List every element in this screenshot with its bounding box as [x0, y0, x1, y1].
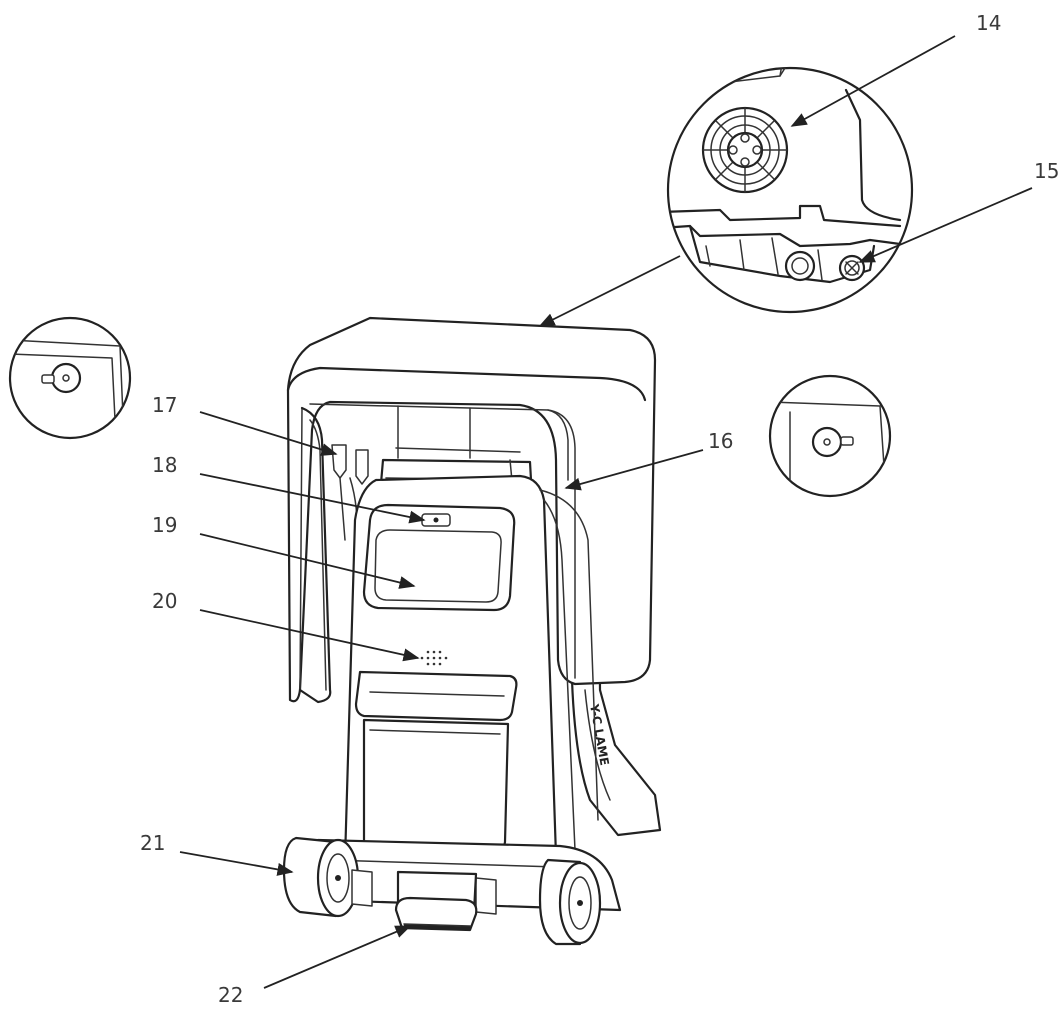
screw-terminal-icon	[838, 254, 866, 282]
callout-20: 20	[152, 589, 177, 613]
foot-pedal-icon	[394, 870, 478, 932]
round-socket-icon	[784, 250, 816, 282]
callout-16: 16	[708, 429, 733, 453]
callout-15: 15	[1034, 159, 1059, 183]
detail-view-left-port	[8, 316, 132, 440]
callout-22: 22	[218, 983, 243, 1007]
callout-labels: 14 15 16 17 18 19 20 21 22	[140, 11, 1059, 1007]
speaker-grille-icon	[420, 650, 448, 666]
power-button-icon	[421, 513, 451, 527]
left-wheel-icon	[282, 836, 360, 918]
right-wheel-icon	[538, 858, 602, 946]
callout-18: 18	[152, 453, 177, 477]
callout-19: 19	[152, 513, 177, 537]
device-cart: Y-C LAME	[282, 316, 662, 946]
callout-14: 14	[976, 11, 1001, 35]
connector-socket-icon	[701, 106, 789, 194]
detail-view-connectors	[666, 66, 914, 314]
callout-21: 21	[140, 831, 165, 855]
callout-17: 17	[152, 393, 177, 417]
round-port-icon	[41, 362, 82, 394]
detail-view-right-port	[768, 374, 892, 498]
round-port-icon	[811, 426, 854, 458]
leader-lines	[179, 35, 1033, 989]
